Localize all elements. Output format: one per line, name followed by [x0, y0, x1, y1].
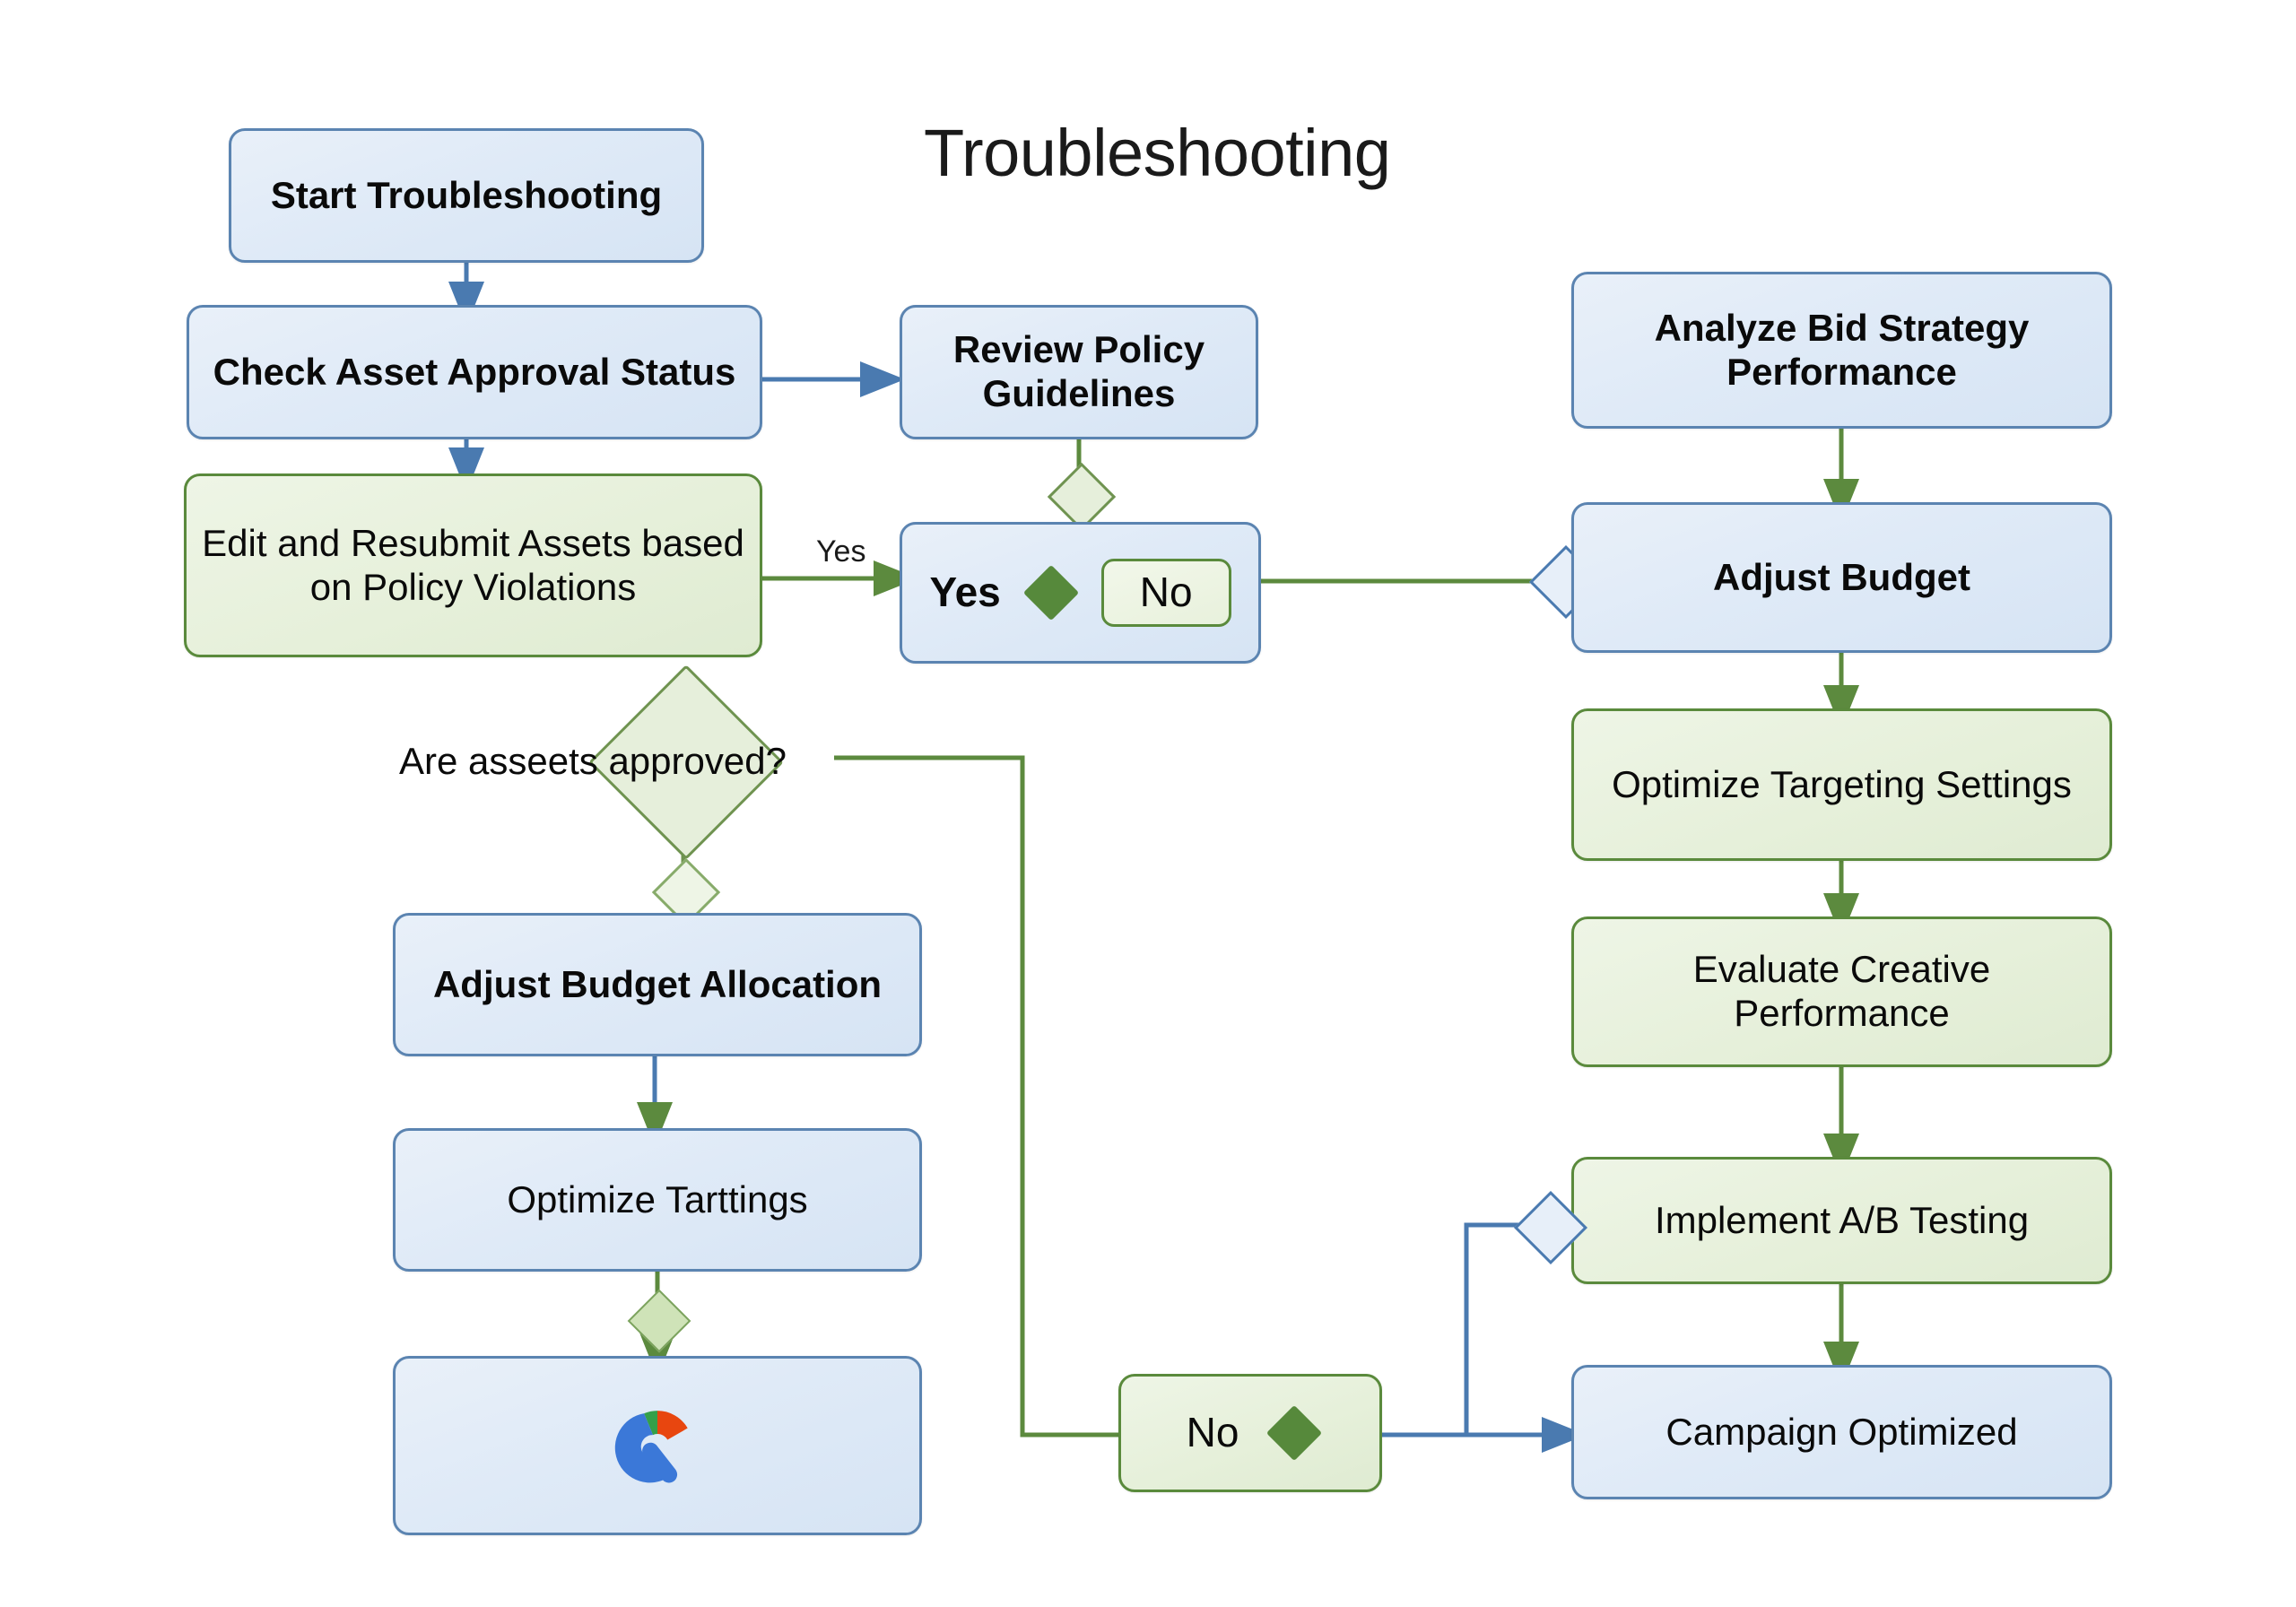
- node-label: Adjust Budget Allocation: [432, 962, 883, 1005]
- node-label: Review Policy Guidelines: [952, 328, 1205, 414]
- node-adjust-budget[interactable]: Adjust Budget: [1571, 502, 2112, 653]
- node-yes-no-decision[interactable]: Yes No: [900, 522, 1261, 664]
- google-ads-gauge-icon: [408, 1397, 907, 1494]
- node-evaluate-creative-performance[interactable]: Evaluate Creative Performance: [1571, 916, 2112, 1067]
- node-start-troubleshooting[interactable]: Start Troubleshooting: [229, 128, 704, 263]
- node-campaign-optimized[interactable]: Campaign Optimized: [1571, 1365, 2112, 1499]
- node-check-asset-approval-status[interactable]: Check Asset Approval Status: [187, 305, 762, 439]
- node-label: Check Asset Approval Status: [213, 350, 736, 393]
- node-label: Evaluate Creative Performance: [1692, 948, 1991, 1034]
- yes-label: Yes: [929, 569, 1001, 616]
- node-optimize-tarttings[interactable]: Optimize Tarttings: [393, 1128, 922, 1272]
- green-diamond-icon: [1022, 564, 1079, 621]
- node-review-policy-guidelines[interactable]: Review Policy Guidelines: [900, 305, 1258, 439]
- node-label: Adjust Budget: [1713, 555, 1970, 598]
- node-logo-card[interactable]: [393, 1356, 922, 1535]
- node-label: Optimize Tarttings: [507, 1177, 808, 1220]
- green-diamond-icon: [1266, 1404, 1323, 1462]
- node-implement-ab-testing[interactable]: Implement A/B Testing: [1571, 1157, 2112, 1284]
- node-label: Optimize Targeting Settings: [1612, 762, 2072, 805]
- node-analyze-bid-strategy-performance[interactable]: Analyze Bid Strategy Performance: [1571, 272, 2112, 429]
- diagram-title: Troubleshooting: [924, 116, 1391, 190]
- no-label: No: [1186, 1409, 1239, 1456]
- edge-label-yes: Yes: [816, 534, 866, 569]
- node-no[interactable]: No: [1118, 1374, 1382, 1492]
- connector-diamond-policy-to-yesno: [1047, 462, 1117, 532]
- no-chip-button[interactable]: No: [1100, 559, 1231, 627]
- connector-diamond-tarttings-to-logo: [627, 1289, 691, 1353]
- node-optimize-targeting-settings[interactable]: Optimize Targeting Settings: [1571, 708, 2112, 861]
- node-label: Implement A/B Testing: [1654, 1198, 2030, 1241]
- node-label: Edit and Resubmit Assets based on Policy…: [202, 521, 744, 608]
- node-label: Campaign Optimized: [1665, 1410, 2018, 1453]
- node-edit-and-resubmit-assets[interactable]: Edit and Resubmit Assets based on Policy…: [184, 473, 762, 657]
- node-label: Analyze Bid Strategy Performance: [1654, 306, 2030, 393]
- decision-label-are-assets-approved: Are asseets approved?: [399, 740, 787, 782]
- node-adjust-budget-allocation[interactable]: Adjust Budget Allocation: [393, 913, 922, 1056]
- node-label: Start Troubleshooting: [270, 173, 663, 216]
